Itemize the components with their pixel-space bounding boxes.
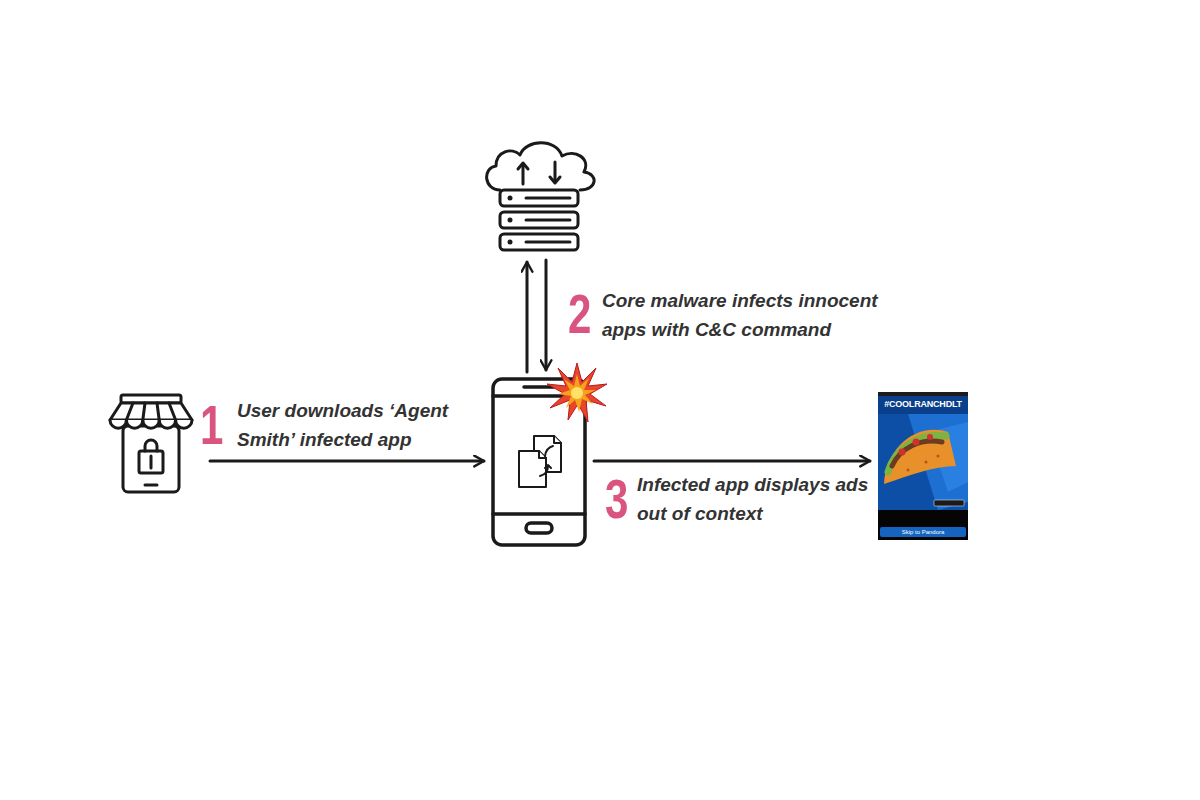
callout-number: 2 [568, 286, 591, 342]
step-description: Infected app displays ads out of context [637, 470, 877, 528]
ad-screenshot [878, 392, 968, 540]
arrow-connector [594, 460, 870, 463]
cloud-server-node [478, 136, 602, 256]
step-description: Core malware infects innocent apps with … [602, 286, 922, 344]
step-description: User downloads ‘Agent Smith’ infected ap… [237, 396, 477, 454]
arrow-connector [210, 460, 484, 463]
callout-number: 1 [200, 397, 223, 453]
ad-headline: #COOLRANCHDLT [878, 399, 968, 410]
arrow-connector [545, 260, 548, 370]
arrow-connector [526, 262, 529, 372]
callout-number: 3 [605, 471, 628, 527]
ad-button-text: Skip to Pandora [878, 527, 968, 537]
infection-burst [546, 362, 608, 424]
store-node [105, 390, 210, 498]
cloud-server-icon [478, 136, 602, 256]
app-store-icon [105, 390, 210, 498]
ad-node: #COOLRANCHDLT Skip to Pandora [878, 392, 968, 540]
